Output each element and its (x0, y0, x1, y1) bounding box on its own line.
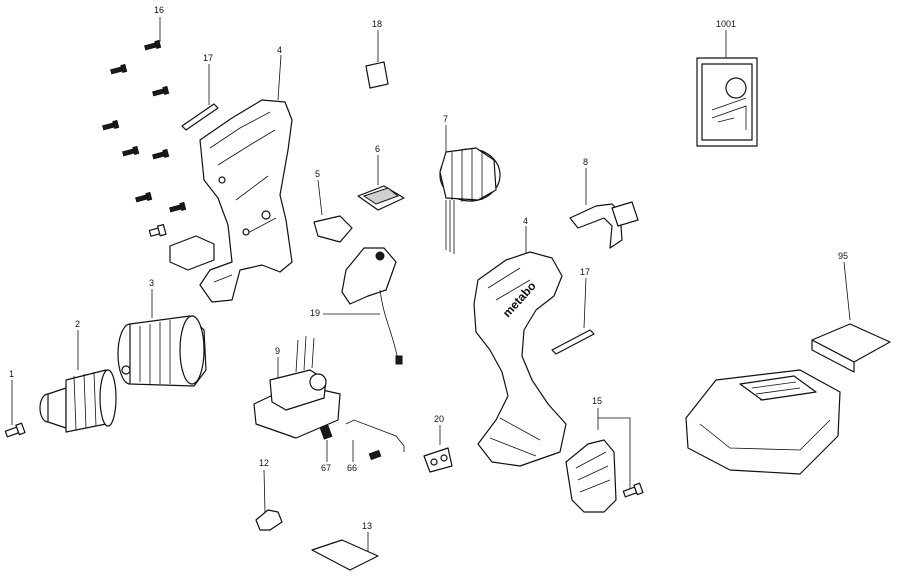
gearbox-3 (117, 315, 207, 387)
callout-12: 12 (259, 458, 270, 468)
cover-plate-95-edge (811, 339, 855, 373)
callout-1: 1 (9, 369, 15, 379)
contact-20 (423, 447, 453, 473)
slide-5 (313, 215, 353, 243)
plate-18 (365, 61, 389, 89)
callout-18: 18 (372, 19, 383, 29)
callout-95: 95 (838, 251, 849, 261)
switch-carrier-6 (357, 185, 405, 211)
housing-half-left-4 (199, 99, 293, 303)
callout-3: 3 (149, 278, 155, 288)
switch-19 (341, 247, 403, 365)
callout-20: 20 (434, 414, 445, 424)
contact-66 (345, 419, 405, 452)
housing-half-right-4: metabo (473, 251, 567, 467)
callout-4-left: 4 (277, 45, 283, 55)
label-strip-17-right (551, 329, 595, 355)
callout-19: 19 (310, 308, 321, 318)
grip-cap (169, 235, 215, 271)
callout-5: 5 (315, 169, 321, 179)
label-strip-17-left (181, 103, 219, 131)
chuck-2 (39, 369, 117, 433)
belt-clip-8-tab (611, 201, 639, 227)
screw-1 (4, 422, 26, 438)
callout-13: 13 (362, 521, 373, 531)
electronics-9 (253, 335, 341, 439)
spring-67 (319, 424, 333, 440)
callout-6: 6 (375, 144, 381, 154)
rear-cover-15 (565, 439, 617, 513)
sheet-13 (311, 539, 379, 571)
callout-4-right: 4 (523, 216, 529, 226)
callout-66: 66 (347, 463, 358, 473)
callout-17-right: 17 (580, 267, 591, 277)
callout-1001: 1001 (716, 19, 737, 29)
callout-16: 16 (154, 5, 165, 15)
leader-lines (11, 17, 851, 556)
screw-15 (622, 482, 644, 498)
callout-2: 2 (75, 319, 81, 329)
spring-66b (368, 449, 382, 461)
screws-16 (102, 39, 187, 237)
callout-9: 9 (275, 346, 281, 356)
battery-pack (685, 369, 841, 475)
callout-8: 8 (583, 157, 589, 167)
belt-clip-8 (569, 203, 623, 249)
callout-67: 67 (321, 463, 332, 473)
clip-12 (255, 509, 283, 531)
motor-7 (439, 147, 501, 254)
label-box-1001 (696, 57, 758, 147)
callout-15: 15 (592, 396, 603, 406)
callout-17-left: 17 (203, 53, 214, 63)
callout-7: 7 (443, 114, 449, 124)
